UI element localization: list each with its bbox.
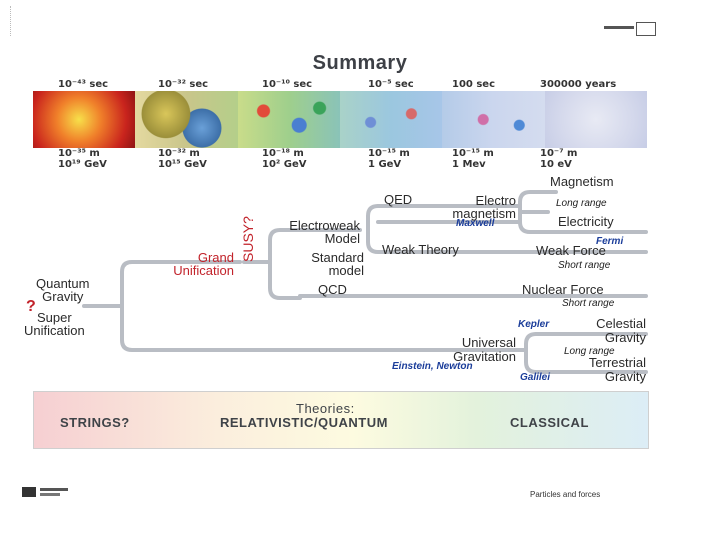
energy-label: 10¹⁵ GeV	[158, 159, 207, 170]
label-einstein-newton: Einstein, Newton	[392, 361, 473, 372]
label-line: Unification	[173, 263, 234, 278]
strip-segment-quarks	[237, 91, 340, 148]
label-magnetism-range: Long range	[556, 198, 607, 209]
label-electroweak-model: Electroweak Model	[252, 219, 360, 245]
label-line: Quantum	[36, 276, 90, 291]
question-mark: ?	[26, 298, 36, 315]
size-label: 10⁻¹⁵ m	[452, 148, 494, 159]
size-label: 10⁻³² m	[158, 148, 200, 159]
label-standard-model: Standard model	[282, 251, 364, 277]
label-line: Gravity	[604, 330, 646, 345]
time-label: 10⁻³² sec	[158, 79, 209, 90]
label-line: Universal	[461, 335, 516, 350]
label-line: magnetism	[452, 206, 516, 221]
energy-label: 1 GeV	[368, 159, 402, 170]
strip-segment-atoms	[544, 91, 647, 148]
label-terrestrial-gravity: Terrestrial Gravity	[570, 356, 646, 384]
cosmic-evolution-strip	[33, 91, 647, 148]
label-universal-gravitation: Universal Gravitation	[420, 336, 516, 364]
strip-segment-nuclei	[442, 91, 545, 148]
strip-segment-particles	[135, 91, 238, 148]
label-classical: CLASSICAL	[510, 415, 589, 430]
label-line: Gravity	[604, 369, 646, 384]
label-line: Model	[324, 231, 360, 246]
size-label: 10⁻¹⁵ m	[368, 148, 410, 159]
label-celestial-range: Long range	[564, 346, 615, 357]
time-label: 10⁻⁴³ sec	[58, 79, 109, 90]
label-maxwell: Maxwell	[456, 218, 495, 229]
size-label: 10⁻³⁵ m	[58, 148, 100, 159]
label-line: Gravitation	[453, 349, 516, 364]
energy-label: 10 eV	[540, 159, 572, 170]
size-label: 10⁻⁷ m	[540, 148, 578, 159]
label-line: Electro	[475, 193, 516, 208]
energy-label: 1 Mev	[452, 159, 486, 170]
label-weak-range: Short range	[558, 260, 611, 271]
label-line: Celestial	[596, 316, 646, 331]
time-label: 10⁻¹⁰ sec	[262, 79, 313, 90]
label-line: Super	[37, 310, 72, 325]
footer-caption: Particles and forces	[530, 490, 601, 499]
label-line: Unification	[24, 323, 85, 338]
time-label: 300000 years	[540, 79, 617, 90]
label-line: model	[328, 263, 364, 278]
label-theories: Theories:	[296, 401, 355, 416]
label-electro-magnetism: Electro magnetism	[422, 194, 516, 220]
time-label: 100 sec	[452, 79, 496, 90]
time-label: 10⁻⁵ sec	[368, 79, 414, 90]
logo-bottom-left	[22, 487, 72, 499]
strip-segment-hadrons	[339, 91, 443, 148]
label-strings: STRINGS?	[60, 415, 130, 430]
label-weak-force: Weak Force	[536, 243, 606, 258]
label-line: Standard	[311, 250, 364, 265]
label-line: Terrestrial	[588, 355, 646, 370]
label-electricity: Electricity	[558, 214, 614, 229]
energy-label: 10¹⁹ GeV	[58, 159, 107, 170]
label-galilei: Galilei	[520, 372, 551, 383]
label-celestial-gravity: Celestial Gravity	[570, 317, 646, 345]
label-super-unification: Super Unification	[24, 311, 85, 337]
strip-segment-fireball	[33, 91, 136, 148]
label-line: Electroweak	[289, 218, 360, 233]
theories-band: Theories: RELATIVISTIC/QUANTUM STRINGS? …	[33, 391, 649, 449]
label-line: Grand	[197, 250, 234, 265]
label-qcd: QCD	[318, 282, 347, 297]
label-relativistic-quantum: RELATIVISTIC/QUANTUM	[220, 415, 388, 430]
label-magnetism: Magnetism	[550, 174, 614, 189]
page-title: Summary	[312, 52, 408, 74]
label-line: Gravity	[42, 289, 84, 304]
size-label: 10⁻¹⁸ m	[262, 148, 304, 159]
label-fermi: Fermi	[596, 236, 624, 247]
energy-label: 10² GeV	[262, 159, 307, 170]
label-weak-theory: Weak Theory	[382, 242, 459, 257]
label-grand-unification: Grand Unification	[146, 251, 234, 277]
label-qed: QED	[384, 192, 413, 207]
corner-marks	[10, 6, 19, 36]
logo-top-right	[604, 22, 656, 36]
label-quantum-gravity: Quantum Gravity	[36, 277, 89, 303]
label-kepler: Kepler	[518, 319, 550, 330]
label-nuclear-range: Short range	[562, 298, 615, 309]
label-nuclear-force: Nuclear Force	[522, 282, 604, 297]
